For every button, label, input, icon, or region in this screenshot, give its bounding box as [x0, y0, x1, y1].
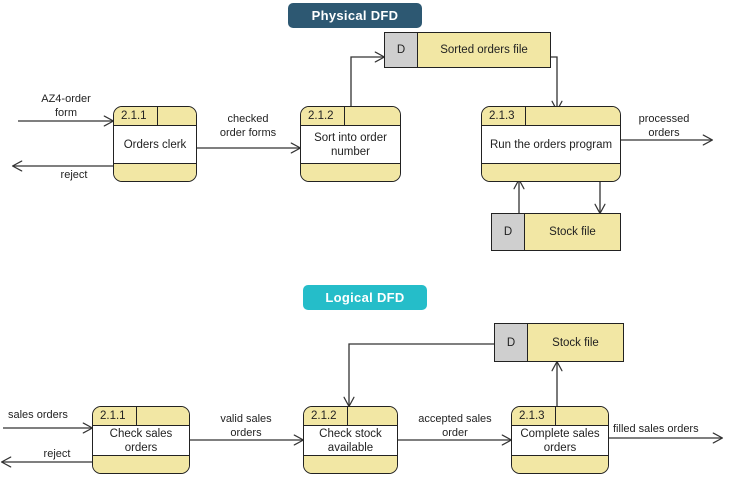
flow-from-sorted-orders-file: [551, 56, 557, 110]
section-title-physical: Physical DFD: [288, 3, 422, 28]
process-id: 2.1.3: [512, 407, 556, 425]
data-store-marker: D: [495, 324, 528, 361]
process-header: 2.1.3: [482, 107, 620, 126]
process-logical-2-1-3[interactable]: 2.1.3 Complete sales orders: [511, 406, 609, 474]
process-header: 2.1.2: [304, 407, 397, 426]
process-id: 2.1.1: [114, 107, 158, 125]
process-id: 2.1.2: [301, 107, 345, 125]
process-footer: [114, 164, 196, 181]
process-label: Check stock available: [304, 426, 397, 456]
process-header: 2.1.2: [301, 107, 400, 126]
process-header-blank: [137, 407, 189, 425]
flow-label-accepted-sales-order: accepted sales order: [418, 413, 492, 439]
process-header: 2.1.3: [512, 407, 608, 426]
flow-label-physical-reject: reject: [60, 169, 88, 181]
process-header-blank: [345, 107, 400, 125]
flow-label-processed-orders: processed orders: [638, 113, 690, 139]
process-header-blank: [158, 107, 196, 125]
process-footer: [512, 456, 608, 473]
data-store-label: Stock file: [549, 226, 596, 238]
data-store-sorted-orders-file[interactable]: D Sorted orders file: [384, 32, 551, 68]
process-physical-2-1-1[interactable]: 2.1.1 Orders clerk: [113, 106, 197, 182]
flow-stock-file-to-check-stock: [349, 343, 494, 406]
process-label: Orders clerk: [114, 126, 196, 164]
process-footer: [301, 164, 400, 181]
process-footer: [93, 456, 189, 473]
process-header-blank: [348, 407, 397, 425]
flow-label-sales-orders: sales orders: [8, 409, 68, 421]
process-id: 2.1.3: [482, 107, 526, 125]
process-logical-2-1-2[interactable]: 2.1.2 Check stock available: [303, 406, 398, 474]
data-store-stock-file-physical[interactable]: D Stock file: [491, 213, 621, 251]
flow-label-checked-order-forms: checked order forms: [219, 113, 277, 139]
process-header-blank: [556, 407, 608, 425]
process-label: Complete sales orders: [512, 426, 608, 456]
process-header: 2.1.1: [93, 407, 189, 426]
flow-label-logical-reject: reject: [43, 448, 71, 460]
process-physical-2-1-2[interactable]: 2.1.2 Sort into order number: [300, 106, 401, 182]
process-physical-2-1-3[interactable]: 2.1.3 Run the orders program: [481, 106, 621, 182]
process-header: 2.1.1: [114, 107, 196, 126]
process-label: Run the orders program: [482, 126, 620, 164]
process-footer: [482, 164, 620, 181]
process-footer: [304, 456, 397, 473]
section-title-logical: Logical DFD: [303, 285, 427, 310]
data-store-label: Stock file: [552, 336, 599, 349]
process-logical-2-1-1[interactable]: 2.1.1 Check sales orders: [92, 406, 190, 474]
data-store-marker: D: [492, 214, 525, 250]
data-store-stock-file-logical[interactable]: D Stock file: [494, 323, 624, 362]
flow-label-az4-order-form: AZ4-order form: [41, 93, 91, 119]
data-store-marker: D: [385, 33, 418, 67]
process-header-blank: [526, 107, 620, 125]
process-label: Check sales orders: [93, 426, 189, 456]
process-id: 2.1.1: [93, 407, 137, 425]
process-id: 2.1.2: [304, 407, 348, 425]
flow-label-filled-sales-orders: filled sales orders: [613, 423, 699, 435]
flow-to-sorted-orders-file: [350, 57, 384, 110]
process-label: Sort into order number: [301, 126, 400, 164]
flow-label-valid-sales-orders: valid sales orders: [220, 413, 272, 439]
data-store-label: Sorted orders file: [440, 44, 528, 56]
